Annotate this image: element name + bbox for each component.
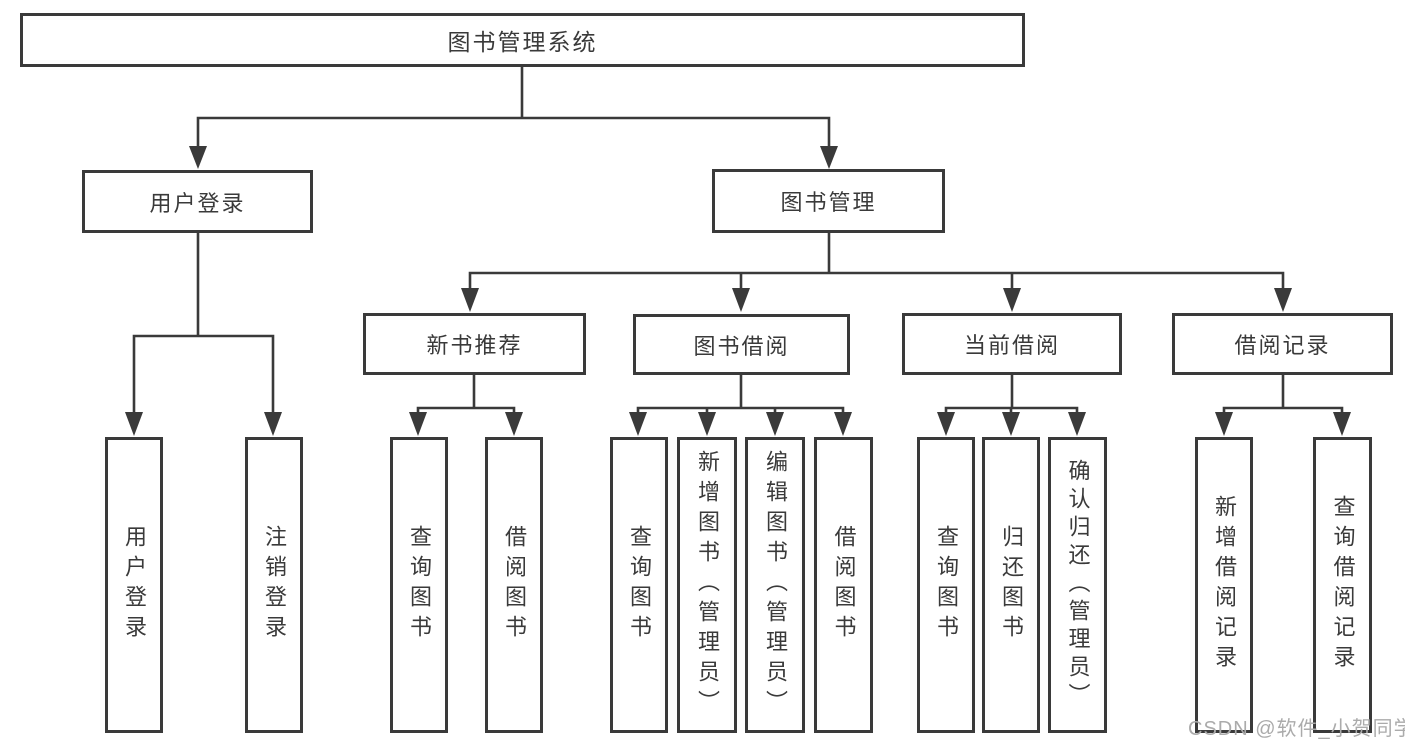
leaf-query-books-recommend-label: 查询图书 (407, 525, 432, 645)
leaf-borrow-books-recommend-label: 借阅图书 (502, 525, 527, 645)
leaf-add-books-admin-label: 新增图书（管理员） (695, 450, 720, 720)
leaf-add-books-admin: 新增图书（管理员） (677, 437, 737, 733)
leaf-edit-books-admin: 编辑图书（管理员） (745, 437, 805, 733)
leaf-return-books: 归还图书 (982, 437, 1040, 733)
leaf-borrow-books: 借阅图书 (814, 437, 873, 733)
leaf-return-books-label: 归还图书 (999, 525, 1024, 645)
leaf-query-borrow-record-label: 查询借阅记录 (1330, 495, 1356, 675)
node-user-login: 用户登录 (82, 170, 313, 233)
leaf-query-books-recommend: 查询图书 (390, 437, 448, 733)
leaf-borrow-books-recommend: 借阅图书 (485, 437, 543, 733)
node-borrowing-records: 借阅记录 (1172, 313, 1393, 375)
node-book-borrowing: 图书借阅 (633, 314, 850, 375)
leaf-query-books-borrow-label: 查询图书 (627, 525, 652, 645)
leaf-add-borrow-record-label: 新增借阅记录 (1212, 495, 1237, 675)
leaf-confirm-return-admin: 确认归还（管理员） (1048, 437, 1107, 733)
node-current-borrowing: 当前借阅 (902, 313, 1122, 375)
leaf-add-borrow-record: 新增借阅记录 (1195, 437, 1253, 733)
watermark: CSDN @软件_小贺同学 (1188, 718, 1405, 740)
leaf-user-login: 用户登录 (105, 437, 163, 733)
leaf-edit-books-admin-label: 编辑图书（管理员） (763, 450, 788, 720)
leaf-user-login-label: 用户登录 (122, 525, 147, 645)
leaf-query-borrow-record: 查询借阅记录 (1313, 437, 1372, 733)
leaf-query-books-current-label: 查询图书 (934, 525, 959, 645)
leaf-query-books-borrow: 查询图书 (610, 437, 668, 733)
leaf-confirm-return-admin-label: 确认归还（管理员） (1065, 459, 1091, 711)
node-book-management: 图书管理 (712, 169, 945, 233)
node-library-management-system: 图书管理系统 (20, 13, 1025, 67)
leaf-logout: 注销登录 (245, 437, 303, 733)
leaf-logout-label: 注销登录 (262, 525, 287, 645)
leaf-borrow-books-label: 借阅图书 (831, 525, 857, 645)
leaf-query-books-current: 查询图书 (917, 437, 975, 733)
node-new-book-recommend: 新书推荐 (363, 313, 586, 375)
